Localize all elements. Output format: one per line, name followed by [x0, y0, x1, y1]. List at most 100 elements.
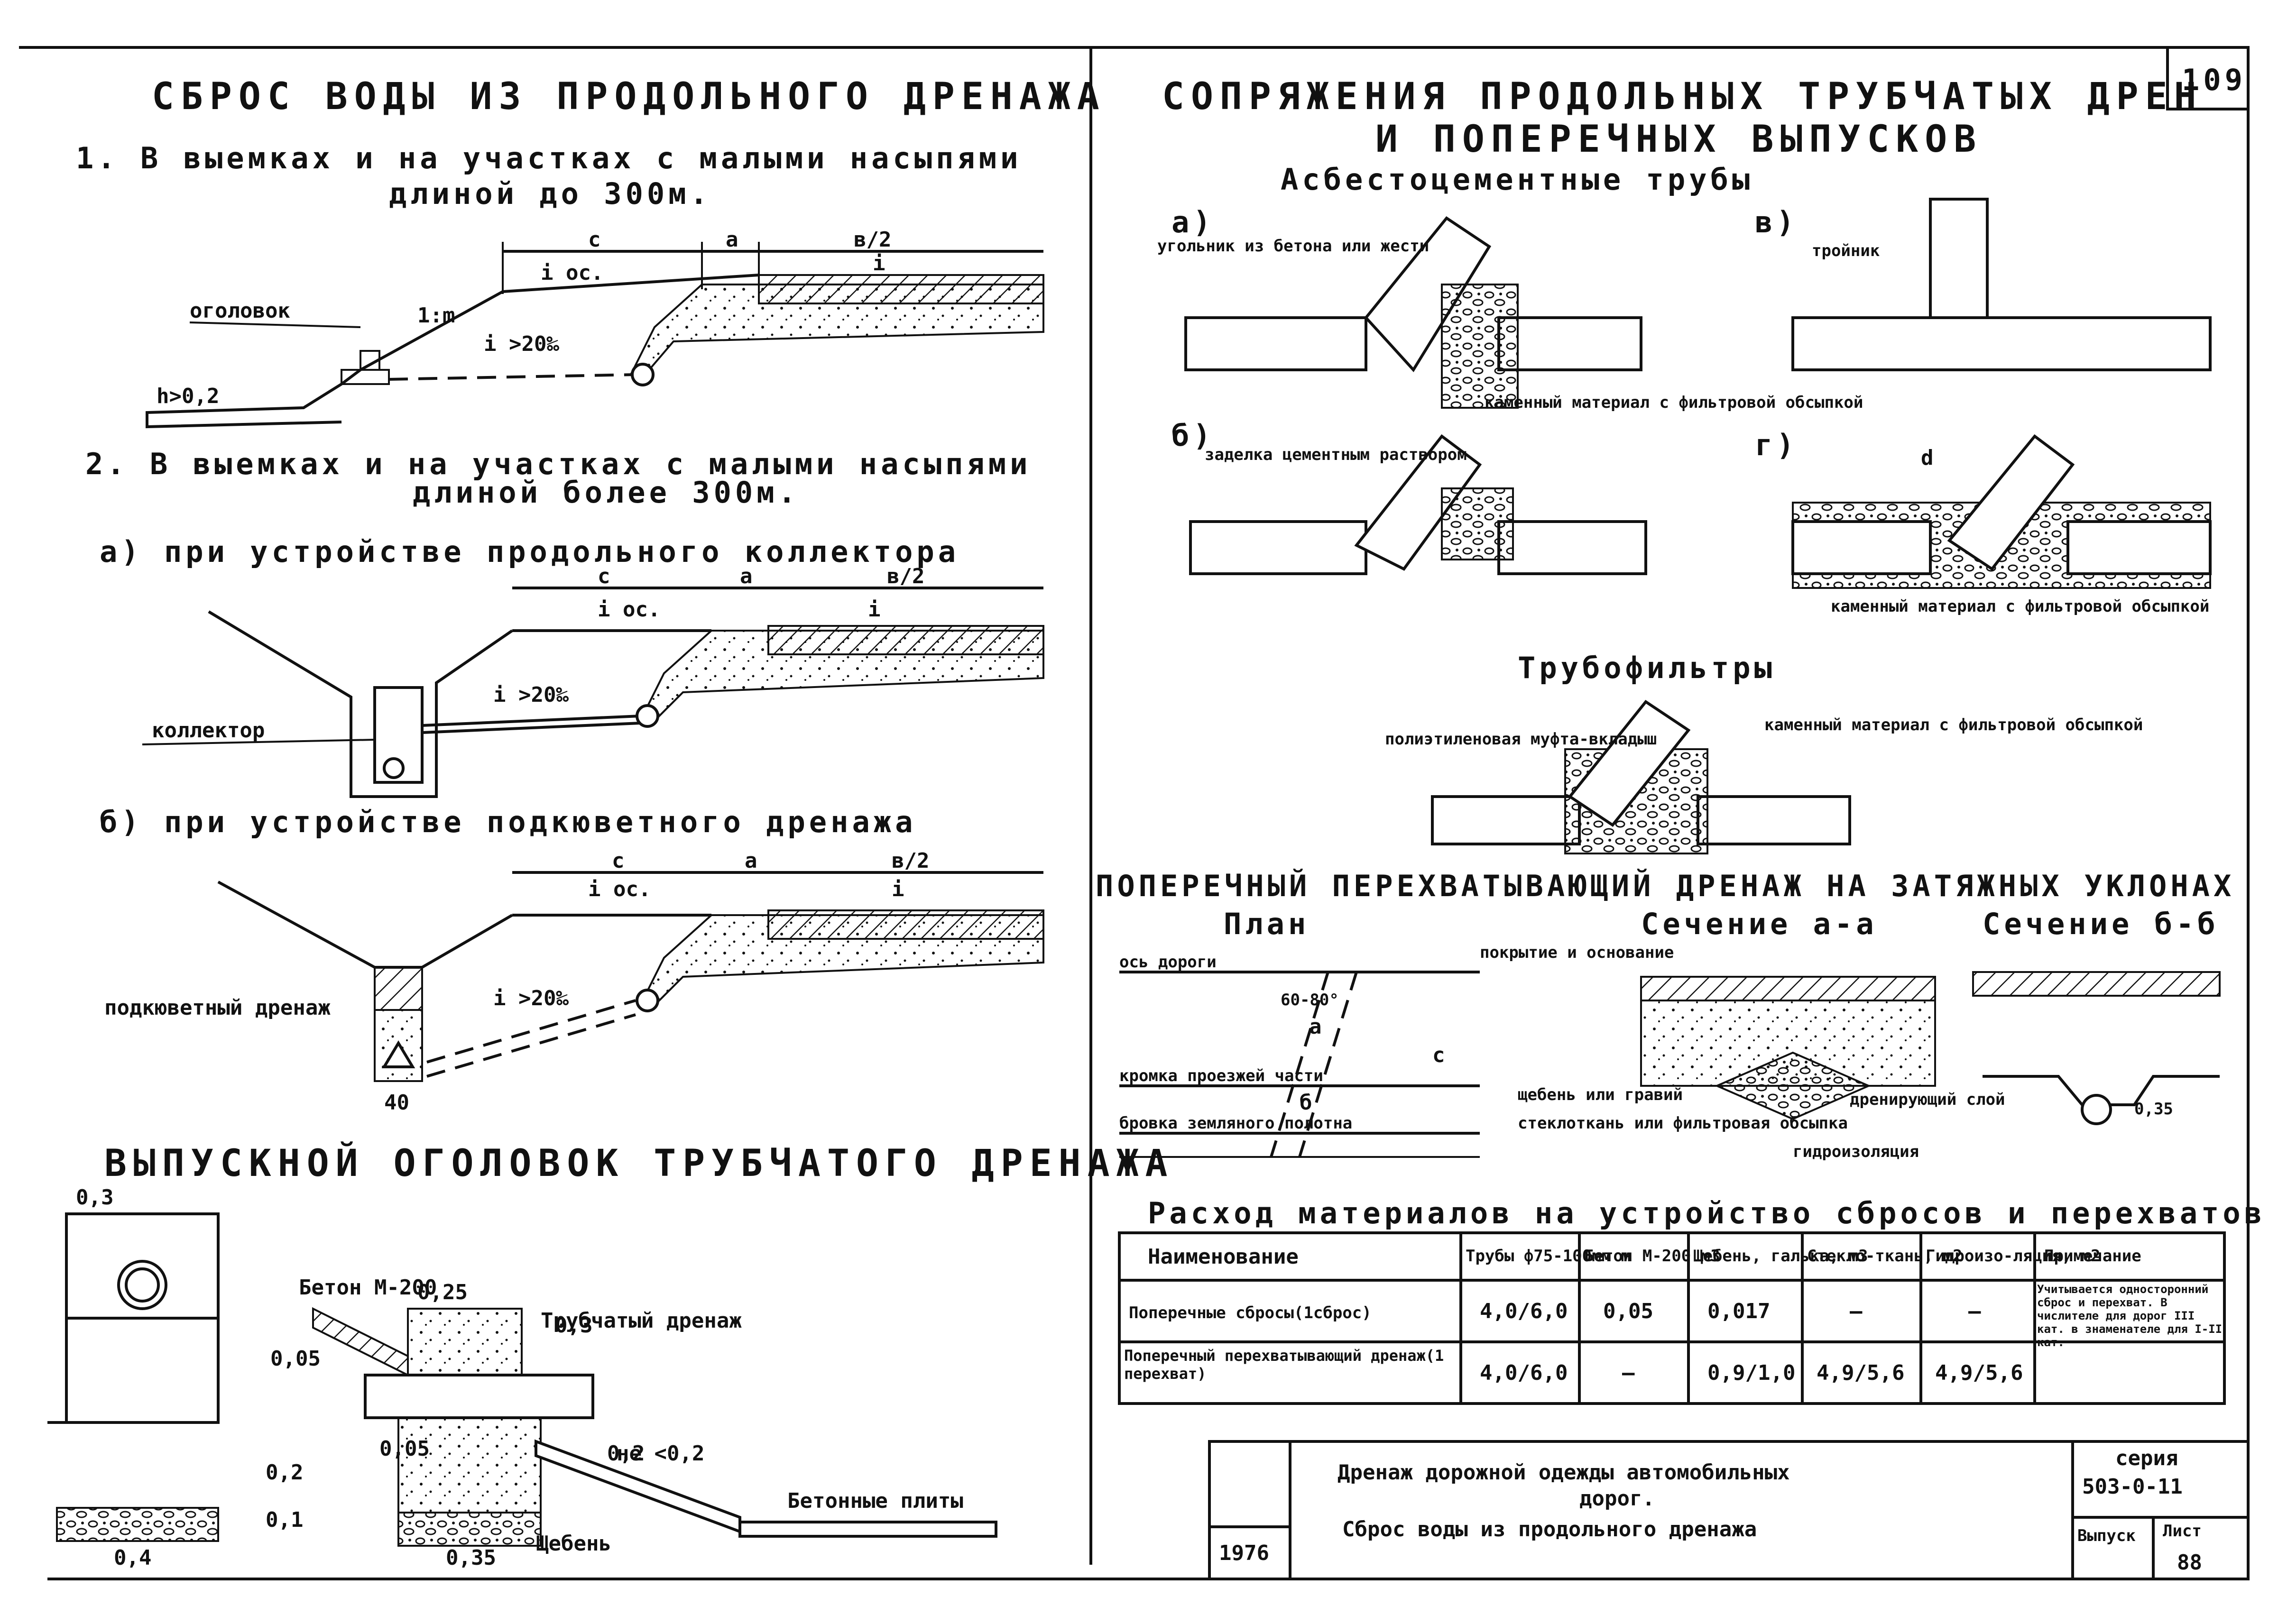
lbl-edge: кромка проезжей части: [1119, 1066, 1323, 1085]
lbl-a3: а: [745, 849, 757, 873]
lbl-pb: б: [1300, 1091, 1312, 1115]
r1-concrete: 0,05: [1603, 1299, 1653, 1323]
junction-a: а) угольник из бетона или жести каменный…: [1157, 205, 1863, 412]
lbl-ne02: не <0,2: [617, 1441, 704, 1466]
lbl-c2: с: [598, 564, 610, 588]
dim-005: 0,05: [270, 1347, 321, 1371]
th-concrete: Бетон М-200 м3: [1584, 1247, 1720, 1266]
lbl-zadelka: заделка цементным раствором: [1205, 445, 1467, 464]
lbl-gravel: Щебень: [536, 1532, 611, 1556]
cross-title: ПОПЕРЕЧНЫЙ ПЕРЕХВАТЫВАЮЩИЙ ДРЕНАЖ НА ЗАТ…: [1096, 869, 2235, 903]
lbl-brovka: бровка земляного полотна: [1119, 1114, 1352, 1133]
plan-drawing: ось дороги 60-80° кромка проезжей части …: [1119, 953, 1480, 1158]
section-2a-drawing: с а в/2 i ос. i i >20‰ коллектор: [142, 564, 1044, 798]
item2b: б) при устройстве подкюветного дренажа: [100, 805, 916, 839]
dim-005b: 0,05: [379, 1437, 430, 1461]
lbl-head: оголовок: [190, 299, 290, 323]
dim-035: 0,35: [446, 1546, 496, 1570]
lbl-d: d: [1921, 446, 1934, 470]
lbl-ios3: i ос.: [588, 877, 651, 901]
item2-line1: 2. В выемках и на участках с малыми насы…: [85, 447, 1031, 481]
lbl-d035b: 0,35: [2134, 1100, 2173, 1119]
plan-title: План: [1224, 907, 1310, 941]
section-aa-drawing: покрытие и основание щебень или гравий с…: [1480, 943, 2005, 1161]
lbl-b2-3: в/2: [892, 849, 929, 873]
lbl-pc: с: [1432, 1043, 1445, 1067]
right-title-line2: И ПОПЕРЕЧНЫХ ВЫПУСКОВ: [1375, 118, 1983, 161]
fig-b: б): [1171, 418, 1215, 453]
r1-hydro: —: [1968, 1299, 1981, 1323]
page-number-box: [2166, 46, 2250, 110]
stamp-sheet-label: Лист: [2163, 1522, 2202, 1541]
dim-03: 0,3: [76, 1185, 113, 1210]
lbl-stone2: каменный материал с фильтровой обсыпкой: [1831, 597, 2209, 616]
outlet-title: ВЫПУСКНОЙ ОГОЛОВОК ТРУБЧАТОГО ДРЕНАЖА: [104, 1141, 1174, 1185]
lbl-drenir: дренирующий слой: [1850, 1090, 2005, 1109]
lbl-i20-3: i >20‰: [493, 986, 569, 1010]
lbl-troinik: тройник: [1812, 241, 1880, 260]
table-title: Расход материалов на устройство сбросов …: [1148, 1196, 2266, 1230]
title-block: 1976 Дренаж дорожной одежды автомобильны…: [1208, 1440, 2250, 1580]
section-bb-title: Сечение б-б: [1983, 907, 2219, 941]
lbl-ugolnik: угольник из бетона или жести: [1157, 237, 1429, 256]
lbl-pa: а: [1309, 1015, 1322, 1039]
lbl-slope1: 1:m: [417, 303, 455, 328]
th-pipes: Трубы ф75-100мм м: [1466, 1247, 1631, 1266]
stamp-year: 1976: [1219, 1541, 1269, 1565]
r1-note: Учитывается односторонний сброс и перехв…: [2037, 1283, 2223, 1349]
th-hydro: Гидроизо-ляция, м2: [1926, 1247, 2100, 1266]
lbl-stone1: каменный материал с фильтровой обсыпкой: [1485, 393, 1863, 412]
lbl-i1: i: [873, 251, 885, 275]
lbl-steklo: стеклоткань или фильтровая обсыпка: [1518, 1114, 1848, 1133]
r2-name: Поперечный перехватывающий дренаж(1 пере…: [1124, 1347, 1444, 1383]
lbl-c3: с: [612, 849, 625, 873]
r2-gravel: 0,9/1,0: [1707, 1361, 1795, 1385]
dim-04: 0,4: [114, 1546, 151, 1570]
lbl-beton: Бетон М-200: [299, 1275, 437, 1300]
r1-name: Поперечные сбросы(1сброс): [1129, 1303, 1372, 1322]
stamp-sheet-no: 88: [2177, 1551, 2202, 1575]
lbl-ios2: i ос.: [598, 597, 660, 622]
junction-g: г) d каменный материал с фильтровой обсы…: [1755, 428, 2212, 616]
dim-02: 0,2: [266, 1460, 303, 1485]
lbl-i2: i: [868, 597, 881, 622]
stamp-series-label: серия: [2115, 1446, 2178, 1470]
lbl-b2-2: в/2: [887, 564, 924, 588]
right-title-line1: СОПРЯЖЕНИЯ ПРОДОЛЬНЫХ ТРУБЧАТЫХ ДРЕН: [1162, 75, 2203, 118]
lbl-a1: а: [726, 228, 738, 252]
dim-03b: 0,3: [555, 1313, 592, 1338]
lbl-plates: Бетонные плиты: [787, 1489, 963, 1513]
lbl-a2: а: [740, 564, 753, 588]
fig-v: в): [1755, 205, 1798, 239]
r2-hydro: 4,9/5,6: [1935, 1361, 2023, 1385]
fig-g: г): [1755, 428, 1798, 462]
stamp-line3: Сброс воды из продольного дренажа: [1342, 1517, 1757, 1541]
junction-b: б) заделка цементным раствором: [1171, 418, 1647, 575]
asbestos-title: Асбестоцементные трубы: [1281, 162, 1753, 197]
r2-pipes: 4,0/6,0: [1480, 1361, 1568, 1385]
lbl-axis: ось дороги: [1119, 953, 1217, 972]
page-number: 109: [2182, 63, 2246, 97]
th-glass: Стекло-ткань, м2: [1807, 1247, 1963, 1266]
r1-pipes: 4,0/6,0: [1480, 1299, 1568, 1323]
lbl-mufta: полиэтиленовая муфта-вкладыш: [1385, 730, 1657, 749]
dim-025: 0,25: [417, 1280, 468, 1304]
outlet-head-drawing: 0,3 0,25 0,05 0,05 0,2 0,1 0,4 0,35 0,3 …: [47, 1185, 997, 1570]
th-name: Наименование: [1148, 1245, 1299, 1269]
r1-gravel: 0,017: [1707, 1299, 1770, 1323]
lbl-b2-1: в/2: [854, 228, 891, 252]
lbl-shcheben: щебень или гравий: [1518, 1085, 1683, 1104]
item1-line1: 1. В выемках и на участках с малыми насы…: [76, 141, 1022, 175]
section-2b-drawing: с а в/2 i ос. i i >20‰ подкюветный дрена…: [104, 849, 1044, 1115]
item2-line2: длиной более 300м.: [413, 475, 800, 510]
stamp-line2: дорог.: [1579, 1486, 1655, 1511]
item1-line2: длиной до 300м.: [389, 176, 711, 211]
stamp-series: 503-0-11: [2082, 1475, 2183, 1499]
lbl-tubdrain: Трубчатый дренаж: [541, 1309, 742, 1333]
lbl-gidro: гидроизоляция: [1793, 1142, 1919, 1161]
lbl-pokr: покрытие и основание: [1480, 943, 1674, 962]
section-1-drawing: с а в/2 i ос. i 1:m i >20‰ оголовок h>0,…: [146, 228, 1044, 429]
section-bb-drawing: 0,35: [1972, 971, 2221, 1125]
lbl-h: h>0,2: [157, 384, 219, 408]
